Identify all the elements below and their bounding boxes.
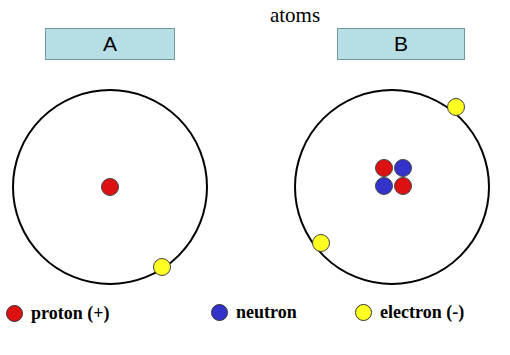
diagram-title: atoms [270, 3, 320, 28]
electron [154, 259, 171, 276]
legend-label: proton (+) [31, 303, 109, 324]
electron-shell [13, 90, 207, 284]
neutron [376, 178, 393, 195]
label-box: B [337, 28, 465, 60]
legend-label: neutron [236, 302, 297, 323]
atom-label: B [394, 32, 408, 56]
electron [448, 99, 465, 116]
atom-label: A [103, 32, 117, 56]
legend-entry: electron (-) [355, 302, 464, 323]
proton [376, 160, 393, 177]
label-box: A [45, 28, 175, 60]
atom-a [13, 90, 207, 284]
atom-b [295, 90, 489, 284]
proton [395, 178, 412, 195]
legend-entry: neutron [211, 302, 297, 323]
legend-label: electron (-) [380, 302, 464, 323]
legend-swatch [355, 304, 372, 321]
electron-shell [295, 90, 489, 284]
legend-entry: proton (+) [6, 303, 109, 324]
electron [313, 235, 330, 252]
neutron [395, 160, 412, 177]
legend-swatch [6, 305, 23, 322]
proton [102, 179, 119, 196]
legend-swatch [211, 304, 228, 321]
